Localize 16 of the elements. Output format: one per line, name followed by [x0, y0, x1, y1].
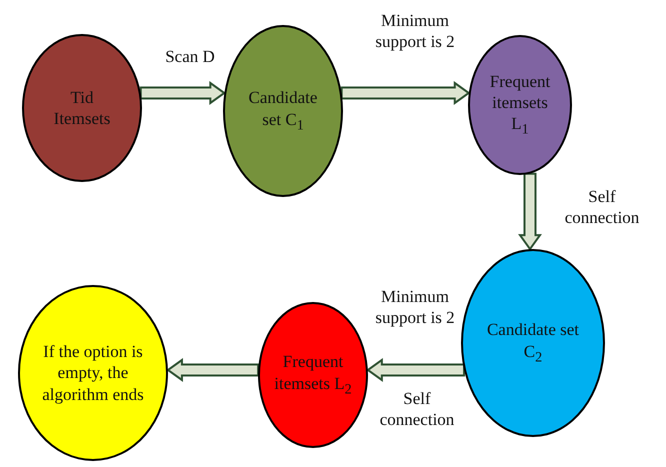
node-label: Tid Itemsets [52, 86, 112, 130]
block-arrow [140, 81, 226, 105]
node-label: Frequent itemsets L$_{2}$ [273, 351, 353, 399]
edge-label: Minimum support is 2 [374, 10, 456, 52]
edge-label: Minimum support is 2 [374, 286, 456, 328]
node-label: Frequent itemsets L$_{1}$ [488, 70, 552, 140]
node-label: If the option is empty, the algorithm ends [41, 341, 145, 405]
node-label: Candidate set C$_{2}$ [486, 319, 580, 367]
edge-label: Self connection [564, 186, 640, 228]
edge-label: Scan D [164, 46, 216, 68]
block-arrow [166, 358, 260, 382]
block-arrow [366, 358, 466, 382]
note-label: Self connection [378, 388, 456, 430]
node-label: Candidate set C$_{1}$ [248, 87, 318, 135]
block-arrow [340, 81, 470, 105]
block-arrow [518, 172, 542, 251]
